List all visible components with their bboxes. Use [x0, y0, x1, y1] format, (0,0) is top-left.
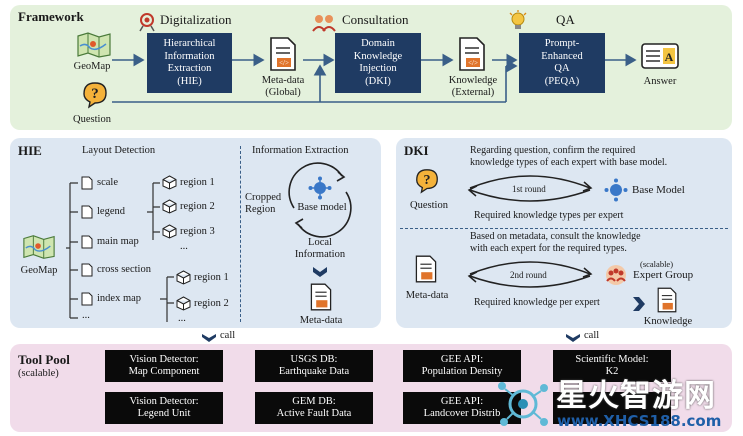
layout-detection-label: Layout Detection	[82, 145, 156, 156]
region-more: ...	[180, 241, 188, 252]
dki-first-text: Regarding question, confirm the required…	[470, 145, 668, 168]
dki-metadata-label: Meta-data	[405, 290, 449, 301]
tool-vision-detector-legend: Vision Detector: Legend Unit	[105, 392, 223, 424]
region-more: ...	[178, 313, 186, 324]
digitalization-label: Digitalization	[160, 12, 232, 27]
region-item: region 1	[162, 175, 215, 190]
tree-item-scale: scale	[80, 176, 118, 190]
scalable-label: (scalable)	[640, 259, 674, 269]
dki-knowledge-label: Knowledge	[643, 316, 693, 327]
dki-metadata-doc-icon	[414, 254, 438, 284]
dki-first-round-arrows	[467, 175, 593, 202]
first-round-label: 1st round	[512, 184, 546, 194]
tree-item-legend: legend	[80, 205, 125, 219]
chevron-right-icon	[632, 296, 646, 312]
dki-title: DKI	[404, 143, 429, 158]
hie-call-arrow-icon	[201, 330, 217, 342]
base-model-cycle	[288, 162, 352, 238]
region-item: region 2	[162, 199, 215, 214]
hie-box: Hierarchical Information Extraction (HIE…	[147, 33, 232, 93]
dki-question-label: Question	[410, 200, 448, 211]
dki-question-icon: ?	[413, 167, 441, 195]
qa-label: QA	[556, 12, 575, 27]
required-knowledge-label: Required knowledge per expert	[474, 297, 600, 308]
knowledge-doc-icon: </>	[457, 36, 487, 72]
region-item: region 2	[176, 296, 229, 311]
hie-metadata-doc-icon	[309, 282, 333, 312]
information-extraction-label: Information Extraction	[252, 145, 349, 156]
question-icon: ?	[80, 80, 110, 110]
second-round-label: 2nd round	[510, 270, 547, 280]
answer-label: Answer	[643, 76, 677, 87]
framework-title: Framework	[18, 9, 84, 24]
tool-pool-title: Tool Pool	[18, 352, 70, 367]
dki-box: Domain Knowledge Injection (DKI)	[335, 33, 421, 93]
expert-group-label: Expert Group	[633, 269, 694, 281]
chevron-down-icon	[312, 265, 328, 277]
watermark-url: www.XHCS188.com	[557, 412, 722, 430]
hie-geomap-icon	[22, 234, 56, 260]
consultation-icon	[312, 11, 336, 33]
tree-item-main-map: main map	[80, 235, 139, 249]
svg-text:</>: </>	[468, 59, 478, 67]
dki-base-model-label: Base Model	[632, 184, 685, 196]
svg-text:A: A	[665, 50, 674, 64]
svg-text:</>: </>	[279, 59, 289, 67]
hie-metadata-label: Meta-data	[299, 315, 343, 326]
base-model-icon	[308, 176, 332, 200]
hie-geomap-label: GeoMap	[20, 265, 58, 276]
geomap-icon	[76, 32, 112, 58]
svg-text:?: ?	[91, 86, 99, 102]
tool-pool-subtitle: (scalable)	[18, 368, 59, 379]
dki-call-label: call	[584, 330, 600, 341]
tree-item-index-map: index map	[80, 292, 141, 306]
geomap-label: GeoMap	[73, 61, 111, 72]
watermark-logo-icon	[494, 378, 552, 430]
tool-hidden	[553, 392, 671, 424]
hie-divider	[240, 146, 241, 322]
dki-call-arrow-icon	[565, 330, 581, 342]
dki-divider	[400, 228, 728, 229]
tool-vision-detector-map: Vision Detector: Map Component	[105, 350, 223, 382]
hie-call-label: call	[220, 330, 236, 341]
hie-base-model-label: Base model	[297, 202, 347, 213]
tool-usgs-db: USGS DB: Earthquake Data	[255, 350, 373, 382]
dki-second-round-arrows	[467, 261, 593, 288]
tool-gee-population: GEE API: Population Density	[403, 350, 521, 382]
hie-title: HIE	[18, 143, 42, 158]
dki-second-text: Based on metadata, consult the knowledge…	[470, 231, 641, 254]
consultation-label: Consultation	[342, 12, 409, 27]
peqa-box: Prompt- Enhanced QA (PEQA)	[519, 33, 605, 93]
local-information-label: Local Information	[294, 237, 346, 260]
digitalization-icon	[137, 12, 157, 32]
knowledge-external-label: Knowledge (External)	[448, 75, 498, 98]
answer-icon: A	[640, 42, 680, 72]
required-types-label: Required knowledge types per expert	[474, 210, 624, 221]
tool-gee-landcover: GEE API: Landcover Distrib	[403, 392, 521, 424]
svg-text:?: ?	[424, 173, 431, 188]
metadata-doc-icon: </>	[268, 36, 298, 72]
expert-group-icon	[603, 264, 629, 286]
region-item: region 3	[162, 224, 215, 239]
dki-base-model-icon	[604, 178, 628, 202]
lightbulb-icon	[508, 10, 528, 32]
question-label: Question	[73, 114, 111, 125]
region-item: region 1	[176, 270, 229, 285]
dki-knowledge-doc-icon	[656, 286, 678, 314]
watermark-text: 星火智游网	[556, 378, 716, 414]
metadata-global-label: Meta-data (Global)	[261, 75, 305, 98]
tree-item-cross-section: cross section	[80, 263, 151, 277]
tree-item-more: ...	[82, 310, 90, 321]
cropped-region-label: Cropped Region	[245, 192, 282, 215]
tool-gem-db: GEM DB: Active Fault Data	[255, 392, 373, 424]
tool-scientific-model: Scientific Model: K2	[553, 350, 671, 382]
